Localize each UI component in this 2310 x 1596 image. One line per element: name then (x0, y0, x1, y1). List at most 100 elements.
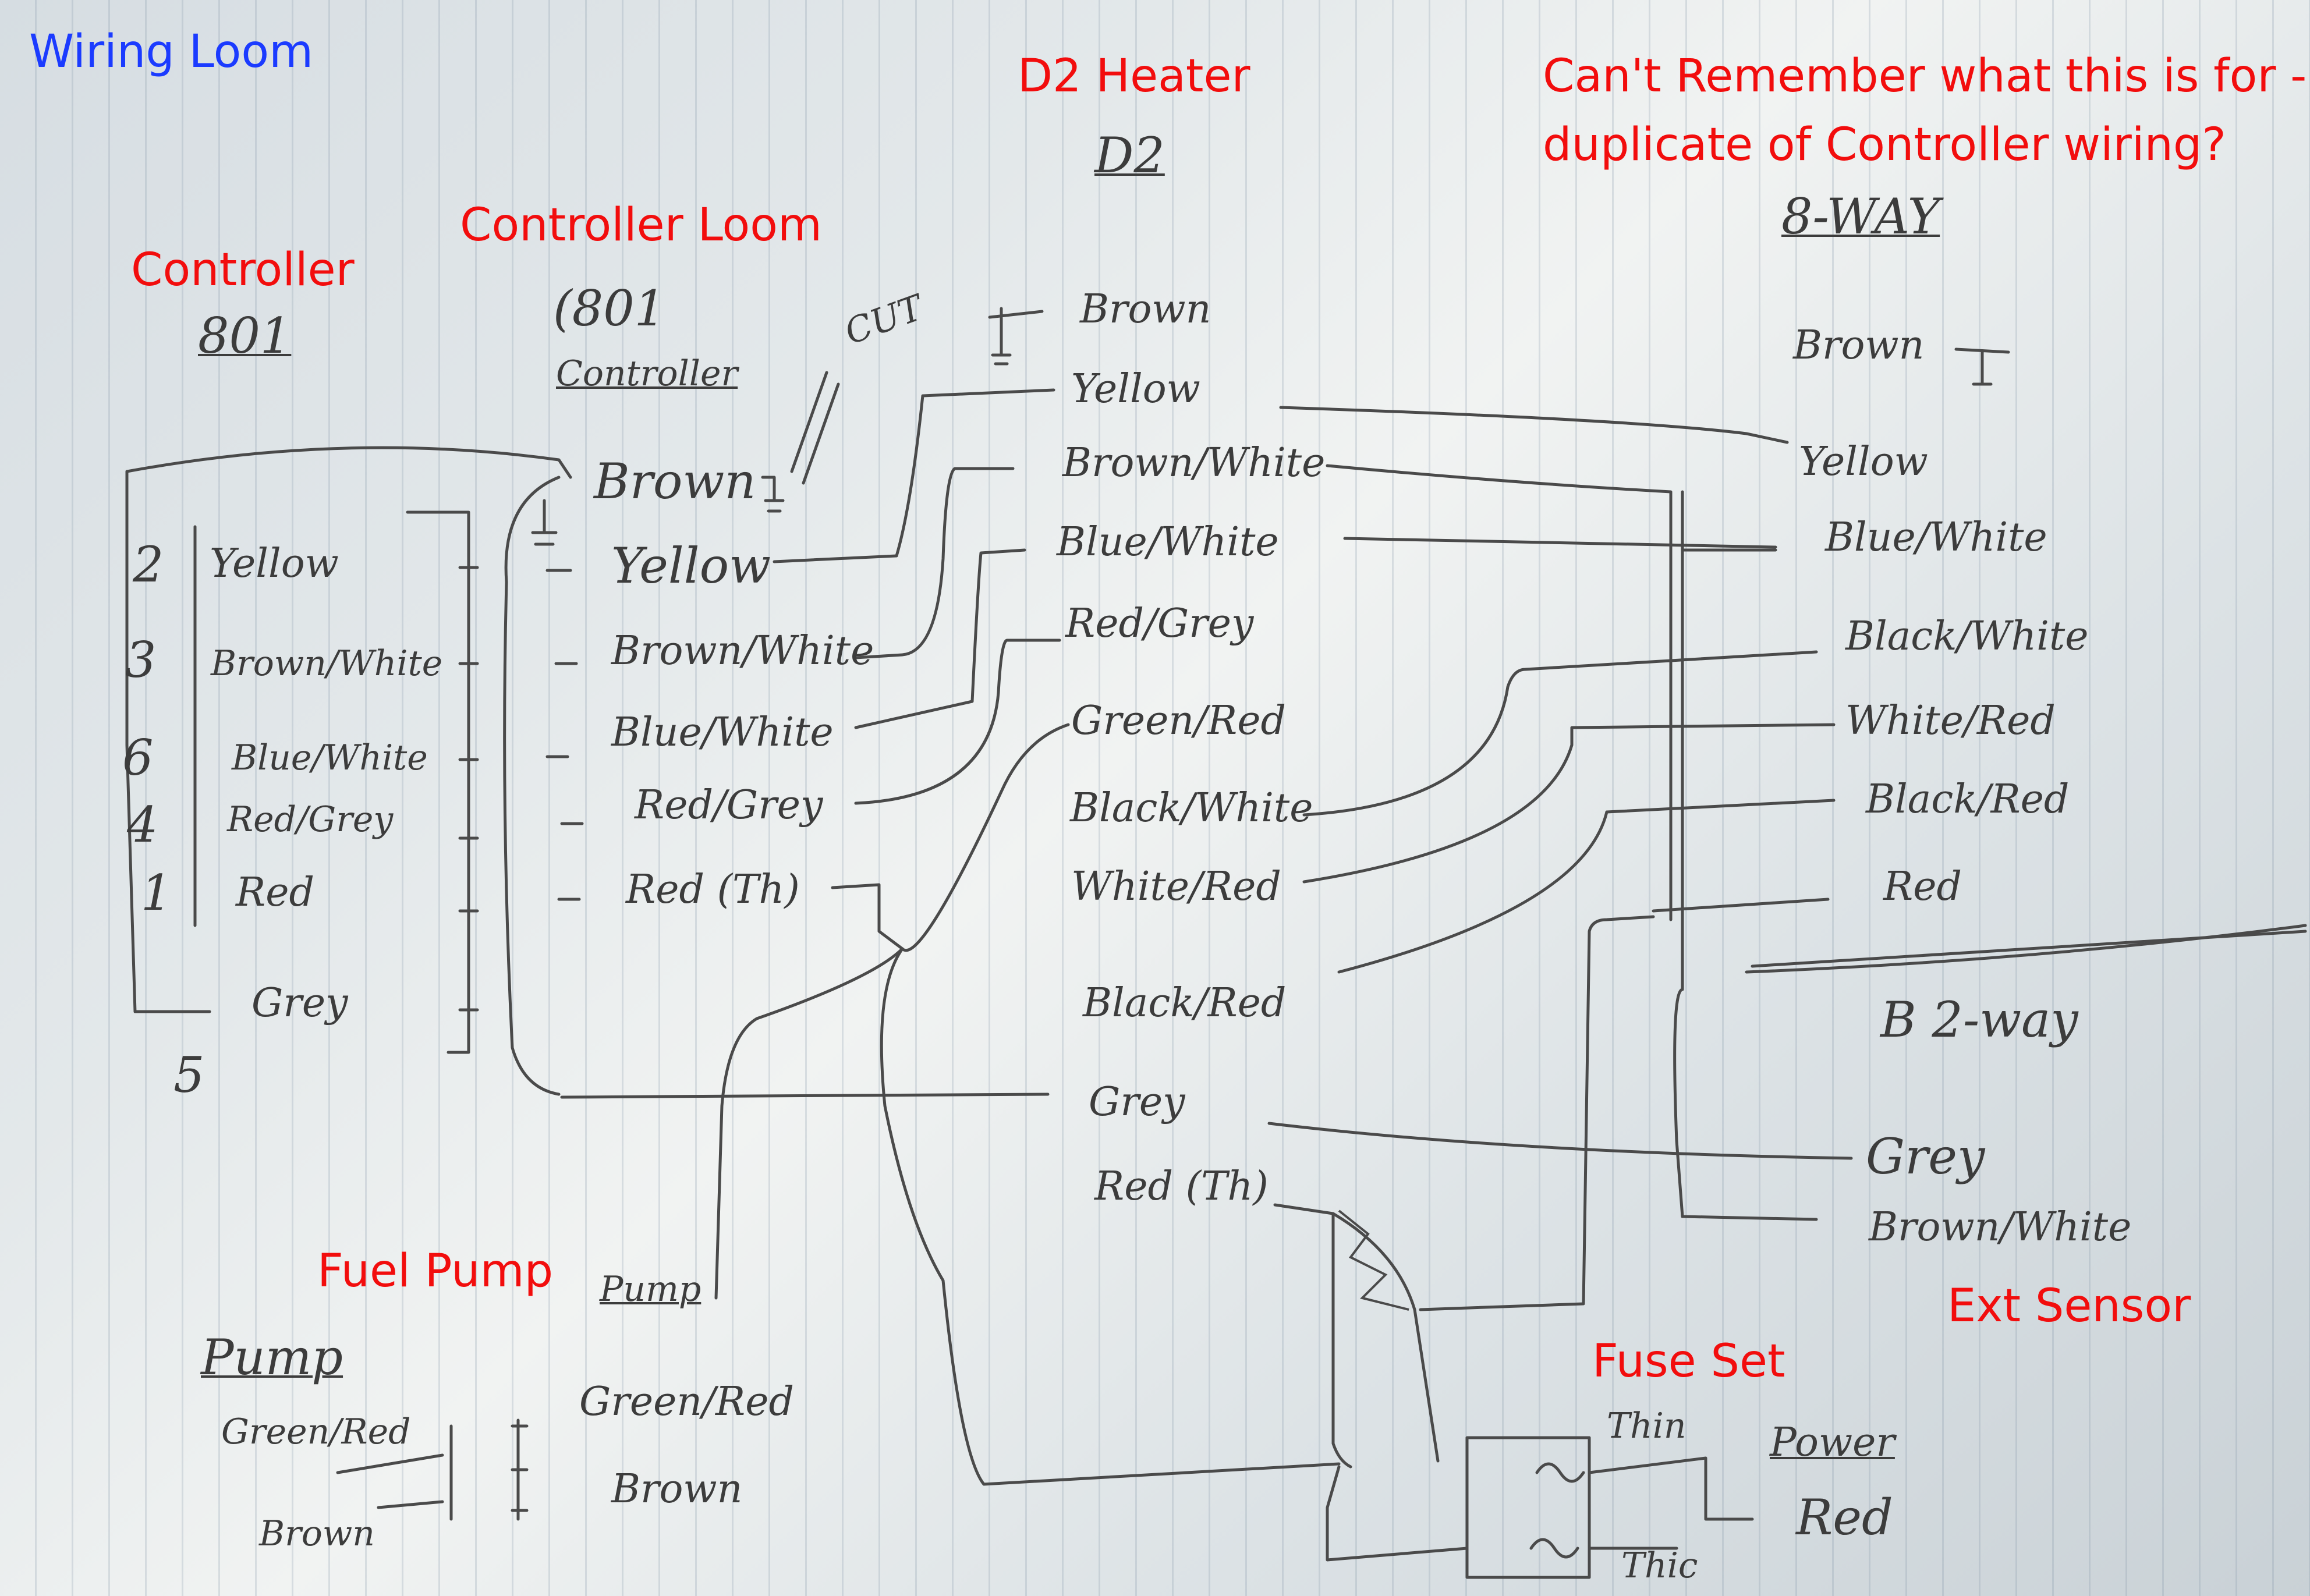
heater-wire-label: Red/Grey (1065, 601, 1254, 647)
loom-brown-ground (761, 476, 785, 513)
wire-8way-red (1652, 898, 1830, 913)
wire-heater-grey-to-2way (1267, 1122, 1853, 1160)
heater-wire-label: Yellow (1071, 366, 1200, 412)
fuse-left-lead (1326, 1465, 1469, 1562)
controller-pin-number: 6 (122, 729, 154, 786)
loom-wire-label: Yellow (611, 537, 771, 594)
fuel-pump-annotation: Fuel Pump (317, 1245, 554, 1297)
heater-wire-label: Black/Red (1083, 980, 1287, 1026)
wire-8way-divider (1745, 924, 2307, 974)
wire-hy-bw (1326, 464, 1673, 921)
loom-wire-label: Brown (594, 453, 756, 510)
cut-marks (790, 371, 840, 485)
controller-loom-annotation: Controller Loom (460, 199, 822, 251)
controller-bracket (406, 510, 470, 1054)
controller-outline-wire (125, 446, 572, 1013)
eightway-header: 8-WAY (1781, 188, 1940, 245)
controller-pin-wire: Blue/White (232, 737, 428, 778)
heater-wire-label: Blue/White (1057, 519, 1279, 565)
twoway-wire-label: Brown/White (1869, 1204, 2132, 1250)
wire-hy-blackwhite (1302, 650, 1818, 817)
wire-brown-white (854, 467, 1015, 659)
eightway-wire-label: Black/Red (1866, 776, 2070, 822)
loom-wire-label: Blue/White (611, 710, 834, 756)
wire-pump-lead (880, 947, 1341, 1486)
pump-loom-wire-label: Brown (611, 1466, 743, 1512)
controller-pin-wire: Red/Grey (227, 799, 394, 840)
eightway-wire-label: Black/White (1845, 613, 2089, 659)
eightway-wire-label: White/Red (1845, 698, 2056, 744)
wire-th-to-fuse (1273, 1203, 1440, 1463)
wire-yellow (773, 388, 1055, 563)
heater-wire-label: Grey (1089, 1079, 1185, 1125)
bracket-ticks (458, 566, 479, 1012)
controller-header: 801 (198, 307, 292, 364)
heater-wire-label: Brown/White (1062, 440, 1326, 486)
wire-red-th (831, 883, 904, 950)
eightway-wire-label: Red (1883, 864, 1962, 910)
pump-loom-ticks (511, 1424, 529, 1512)
controller-pin-wire: Yellow (210, 541, 339, 587)
controller-pin-number: 1 (141, 864, 172, 921)
twoway-wire-label: Grey (1866, 1128, 1985, 1185)
controller-pin-number: 4 (127, 796, 158, 853)
pump-header: Pump (201, 1329, 343, 1386)
loom-wire-label: Brown/White (611, 628, 874, 674)
loom-dashes (545, 569, 584, 901)
ext-sensor-annotation: Ext Sensor (1947, 1280, 2191, 1332)
red-th-hatching (1338, 1210, 1409, 1311)
heater-wire-label: Green/Red (1071, 698, 1286, 744)
heater-brown-ground (988, 307, 1044, 366)
power-header: Power (1770, 1420, 1895, 1466)
heater-wire-label: White/Red (1071, 864, 1281, 910)
wire-th-branch (1419, 915, 1655, 1311)
pump-loom-header: Pump (600, 1269, 701, 1310)
heater-header: D2 (1094, 127, 1165, 184)
wire-8way-bus (1673, 490, 1818, 1221)
wire-hy-blackred (1337, 799, 1836, 974)
wire-hy-whitered (1302, 723, 1836, 884)
heater-wire-label: Brown (1080, 286, 1211, 332)
pump-wires (336, 1418, 520, 1521)
wire-fuse-lead (1331, 1212, 1352, 1469)
eightway-wire-label: Yellow (1799, 439, 1928, 485)
twoway-header: B 2-way (1880, 991, 2078, 1048)
controller-pin-wire: Grey (251, 980, 348, 1026)
eightway-wire-label: Blue/White (1825, 515, 2047, 561)
unknown-annotation-line1: Can't Remember what this is for - (1543, 50, 2307, 102)
eightway-brown-ground (1954, 347, 2010, 386)
wire-grey-main (560, 1093, 1050, 1099)
controller-annotation: Controller (131, 244, 355, 296)
eightway-wire-label: Brown (1793, 322, 1925, 368)
loom-left-curve (503, 476, 561, 1096)
unknown-annotation-line2: duplicate of Controller wiring? (1543, 119, 2226, 171)
controller-pin-number: 2 (133, 536, 164, 593)
power-wire-label: Red (1796, 1489, 1893, 1546)
loom-wire-label: Red/Grey (635, 782, 823, 828)
fuse-power-lines (1588, 1456, 1754, 1550)
loom-header-line2: Controller (556, 353, 738, 394)
heater-wire-label: Red (Th) (1094, 1164, 1269, 1210)
controller-pin-number: 3 (125, 632, 157, 689)
pump-wire-label: Brown (259, 1513, 375, 1554)
pump-wire-label: Green/Red (221, 1411, 411, 1452)
pump-loom-wire-label: Green/Red (579, 1379, 794, 1425)
loom-header-line1: (801 (553, 280, 666, 337)
fuse-thick-label: Thic (1621, 1545, 1698, 1586)
diagram-title: Wiring Loom (29, 26, 314, 78)
loom-ground-symbol (531, 499, 558, 546)
wire-hy-blue (1343, 537, 1777, 549)
fuse-thin-label: Thin (1607, 1406, 1687, 1446)
fuse-box (1465, 1436, 1591, 1579)
controller-pin-wire: Brown/White (211, 643, 443, 684)
wire-hy-yellow (1279, 406, 1789, 444)
loom-wire-label: Red (Th) (626, 867, 800, 913)
wire-blue-white (854, 548, 1026, 729)
wire-red-grey (854, 639, 1061, 805)
d2-heater-annotation: D2 Heater (1018, 50, 1250, 102)
controller-extra-pin: 5 (173, 1047, 205, 1104)
heater-wire-label: Black/White (1070, 785, 1313, 831)
fuse-set-annotation: Fuse Set (1592, 1335, 1785, 1388)
